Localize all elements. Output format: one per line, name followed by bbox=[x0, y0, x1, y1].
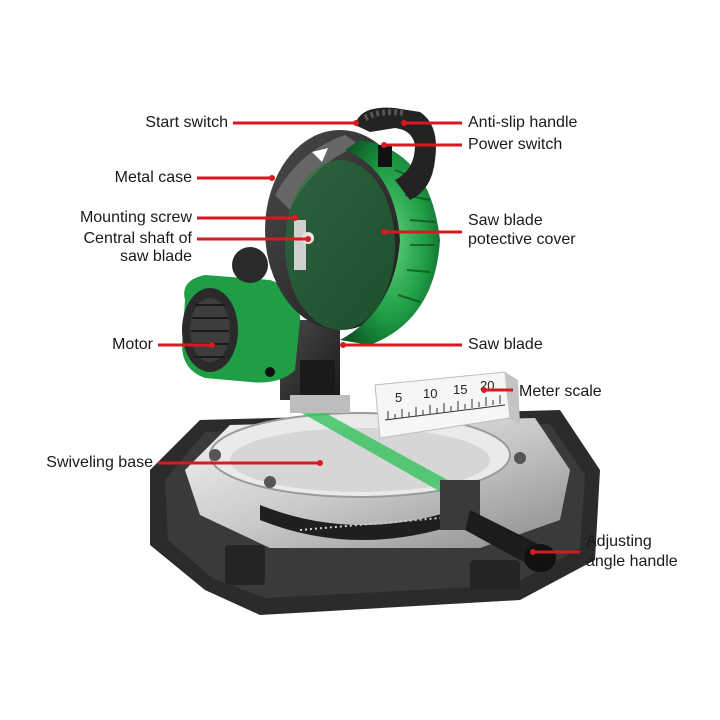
label-power-switch: Power switch bbox=[468, 136, 563, 153]
leader-lines bbox=[158, 121, 580, 554]
label-adjusting-line1: Adjusting bbox=[586, 533, 652, 550]
label-meter-scale: Meter scale bbox=[519, 383, 602, 400]
label-saw-blade: Saw blade bbox=[468, 336, 543, 353]
label-central-shaft-line1: Central shaft of bbox=[83, 230, 193, 247]
scale-tick-5: 5 bbox=[395, 390, 402, 405]
label-central-shaft-line2: saw blade bbox=[119, 248, 192, 265]
label-start-switch: Start switch bbox=[145, 114, 228, 131]
leader-dots bbox=[209, 120, 536, 555]
label-blade-cover-line1: Saw blade bbox=[468, 212, 543, 229]
label-metal-case: Metal case bbox=[114, 169, 192, 186]
label-mounting-screw: Mounting screw bbox=[79, 209, 192, 226]
label-swiveling-base: Swiveling base bbox=[46, 454, 153, 471]
meter-scale-fence: 5 10 15 20 bbox=[374, 371, 520, 439]
swiveling-base bbox=[150, 410, 600, 615]
motor-shape bbox=[182, 275, 300, 383]
scale-tick-15: 15 bbox=[453, 382, 467, 397]
label-motor: Motor bbox=[112, 336, 153, 353]
scale-tick-10: 10 bbox=[423, 386, 437, 401]
handle-shape bbox=[355, 107, 436, 200]
label-blade-cover-line2: potective cover bbox=[468, 231, 576, 248]
label-adjusting-line2: angle handle bbox=[586, 553, 678, 570]
laser-line bbox=[300, 410, 475, 500]
label-anti-slip-handle: Anti-slip handle bbox=[468, 114, 578, 131]
